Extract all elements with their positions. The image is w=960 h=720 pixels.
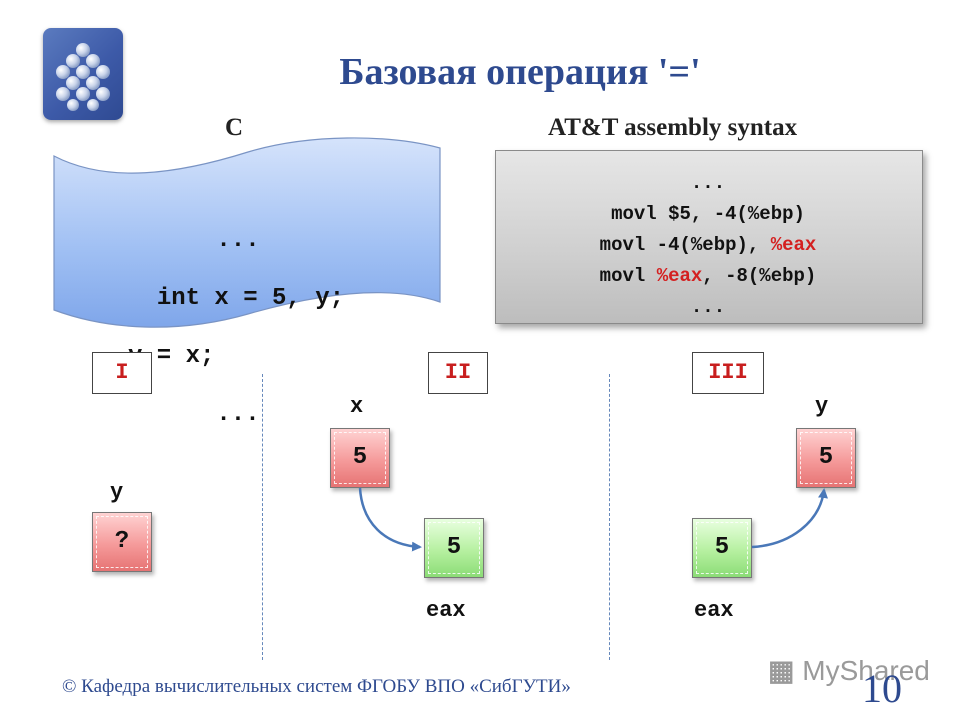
att-syntax-label: AT&T assembly syntax [548, 114, 798, 141]
c-language-label: C [225, 114, 244, 141]
stage-divider-1 [262, 374, 263, 660]
c-code-ellipsis-top: ... [216, 227, 260, 254]
asm-line-1: movl $5, -4(%ebp) [611, 203, 805, 225]
stage-1-memory-cell-y: ? [92, 512, 152, 572]
asm-ellipsis-bottom: ... [690, 296, 726, 318]
university-logo [43, 28, 123, 120]
register-eax: %eax [770, 234, 817, 256]
stage-2-label: II [428, 352, 488, 394]
c-code-ellipsis-bottom: ... [216, 401, 260, 428]
stage-1-label: I [92, 352, 152, 394]
stage-divider-2 [609, 374, 610, 660]
stage-3-store-arrow [751, 488, 828, 549]
stage-3-memory-cell-y: 5 [796, 428, 856, 488]
stage-1-variable-y: y [110, 480, 124, 505]
c-code-line-declaration: int x = 5, y; [156, 285, 345, 312]
footer-copyright: © Кафедра вычислительных систем ФГОБУ ВП… [62, 676, 571, 697]
c-code-scroll-shape [53, 137, 441, 328]
slide-title: Базовая операция '=' [339, 51, 701, 93]
stage-2-register-label: eax [426, 598, 466, 623]
stage-3-variable-y: y [815, 394, 829, 419]
stage-2-load-arrow [358, 487, 422, 552]
stage-3-register-label: eax [694, 598, 734, 623]
asm-line-3: movl %eax, -8(%ebp) [599, 265, 817, 287]
asm-code-box [495, 150, 923, 324]
stage-2-register-cell: 5 [424, 518, 484, 578]
register-eax: %eax [656, 265, 703, 287]
asm-line-2: movl -4(%ebp), %eax [599, 234, 817, 256]
stage-3-label: III [692, 352, 764, 394]
asm-code-lines: ... movl $5, -4(%ebp) movl -4(%ebp), %ea… [495, 168, 921, 323]
stage-2-memory-cell-x: 5 [330, 428, 390, 488]
watermark-logo: ▦ MyShared [768, 655, 930, 686]
asm-ellipsis-top: ... [690, 172, 726, 194]
stage-3-register-cell: 5 [692, 518, 752, 578]
stage-2-variable-x: x [350, 394, 364, 419]
page-number: 10 [862, 666, 902, 711]
